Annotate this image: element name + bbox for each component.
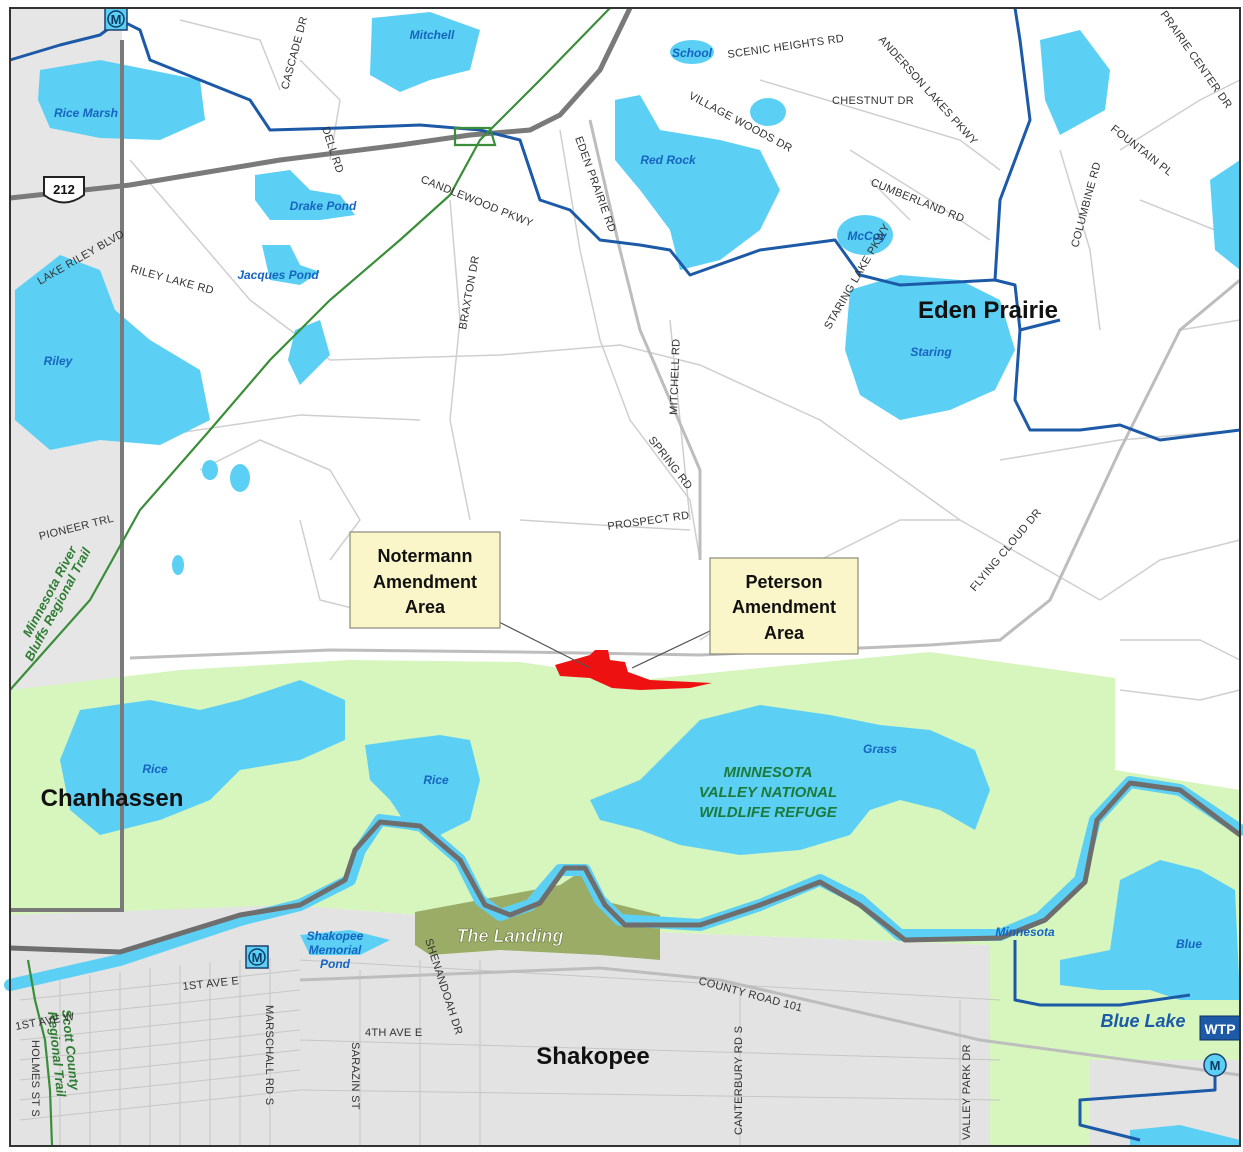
road-canterbury-rd-s: CANTERBURY RD S — [733, 1026, 745, 1135]
metro-marker-north-label: M — [111, 12, 122, 27]
lake-southeast — [1130, 1125, 1240, 1145]
refuge-label-line-3: WILDLIFE REFUGE — [699, 804, 837, 821]
road-valley-park-dr: VALLEY PARK DR — [961, 1044, 973, 1140]
lake-rice-west — [60, 680, 345, 835]
city-chanhassen: Chanhassen — [41, 785, 184, 812]
lake-small-village — [750, 98, 786, 126]
label-grass: Grass — [863, 742, 897, 756]
label-mccoy: McCoy — [847, 229, 888, 243]
notermann-line-1: Notermann — [377, 546, 472, 566]
lake-riley — [15, 255, 210, 450]
notermann-leader-line — [494, 619, 591, 669]
road-chestnut-dr: CHESTNUT DR — [832, 95, 914, 107]
road-1st-ave-e: 1ST AVE E — [182, 975, 240, 993]
lake-school — [670, 40, 714, 64]
city-shakopee: Shakopee — [536, 1043, 649, 1070]
label-drake-pond: Drake Pond — [290, 199, 357, 213]
pond-central-1 — [288, 320, 330, 385]
pond-central-4 — [172, 555, 184, 575]
notermann-line-3: Area — [405, 597, 446, 617]
label-shakopee-memorial-2: Memorial — [309, 943, 362, 957]
peterson-line-2: Amendment — [732, 597, 836, 617]
label-rice-east: Rice — [423, 773, 449, 787]
road-4th-ave-e: 4TH AVE E — [365, 1027, 423, 1039]
label-mitchell: Mitchell — [410, 28, 455, 42]
metro-marker-east-label: M — [1210, 1058, 1221, 1073]
refuge-label-line-1: MINNESOTA — [724, 764, 813, 781]
label-shakopee-memorial-1: Shakopee — [307, 929, 364, 943]
metro-marker-east-icon: M — [1203, 1053, 1227, 1077]
label-the-landing: The Landing — [457, 926, 564, 946]
lake-jacques-pond — [262, 245, 320, 285]
peterson-callout[interactable]: Peterson Amendment Area — [709, 557, 859, 655]
refuge-label-line-2: VALLEY NATIONAL — [699, 784, 837, 801]
lakes — [15, 12, 1240, 1145]
metro-marker-shakopee-icon: M — [245, 945, 269, 969]
lake-shakopee-memorial — [300, 930, 390, 955]
lake-mitchell — [370, 12, 480, 92]
label-riley: Riley — [44, 354, 74, 368]
us-212-shield-number: 212 — [53, 182, 75, 197]
highway-212 — [9, 6, 633, 201]
road-sarazin-st: SARAZIN ST — [349, 1042, 361, 1110]
label-staring: Staring — [910, 345, 952, 359]
label-school: School — [672, 46, 713, 60]
label-blue: Blue — [1176, 937, 1202, 951]
metro-marker-shakopee-label: M — [252, 950, 263, 965]
major-roads — [129, 119, 1241, 1077]
us-212-shield-icon: 212 — [43, 176, 85, 204]
wtp-marker-icon: WTP — [1199, 1015, 1241, 1041]
notermann-callout[interactable]: Notermann Amendment Area — [349, 531, 501, 629]
lake-drake-pond — [255, 170, 355, 220]
peterson-line-1: Peterson — [745, 572, 822, 592]
lake-northeast — [1040, 30, 1110, 135]
wtp-label: WTP — [1204, 1021, 1235, 1037]
road-holmes-st-s: HOLMES ST S — [29, 1040, 41, 1117]
metro-marker-north-icon: M — [104, 7, 128, 31]
pond-central-2 — [202, 460, 218, 480]
lake-staring — [845, 275, 1015, 420]
highway-169-river — [9, 780, 1242, 955]
county-line-road — [10, 40, 124, 912]
label-minnesota-river: Minnesota — [995, 925, 1055, 939]
lake-red-rock — [615, 95, 780, 270]
label-red-rock: Red Rock — [640, 153, 697, 167]
city-eden-prairie: Eden Prairie — [918, 297, 1058, 324]
interceptor-lines — [9, 7, 1241, 1142]
lake-east-edge — [1210, 160, 1240, 270]
peterson-line-3: Area — [764, 623, 805, 643]
peterson-leader-line — [631, 629, 713, 669]
pond-central-3 — [230, 464, 250, 492]
lake-rice-east — [365, 735, 480, 835]
label-jacques-pond: Jacques Pond — [237, 268, 319, 282]
label-rice-west: Rice — [142, 762, 168, 776]
road-marschall-rd-s: MARSCHALL RD S — [263, 1005, 275, 1105]
label-rice-marsh: Rice Marsh — [54, 106, 118, 120]
amendment-areas-parcel[interactable] — [555, 650, 712, 690]
lake-grass — [590, 705, 990, 855]
lake-mccoy — [837, 215, 893, 255]
notermann-line-2: Amendment — [373, 572, 477, 592]
lake-blue — [1060, 860, 1240, 1000]
label-shakopee-memorial-3: Pond — [320, 957, 351, 971]
road-mitchell-rd: MITCHELL RD — [668, 338, 683, 415]
map-frame — [9, 7, 1241, 1147]
regional-trails — [9, 7, 611, 1146]
label-blue-lake-facility: Blue Lake — [1100, 1011, 1185, 1031]
the-landing-area — [415, 872, 660, 960]
shakopee-grid — [19, 958, 1001, 1145]
